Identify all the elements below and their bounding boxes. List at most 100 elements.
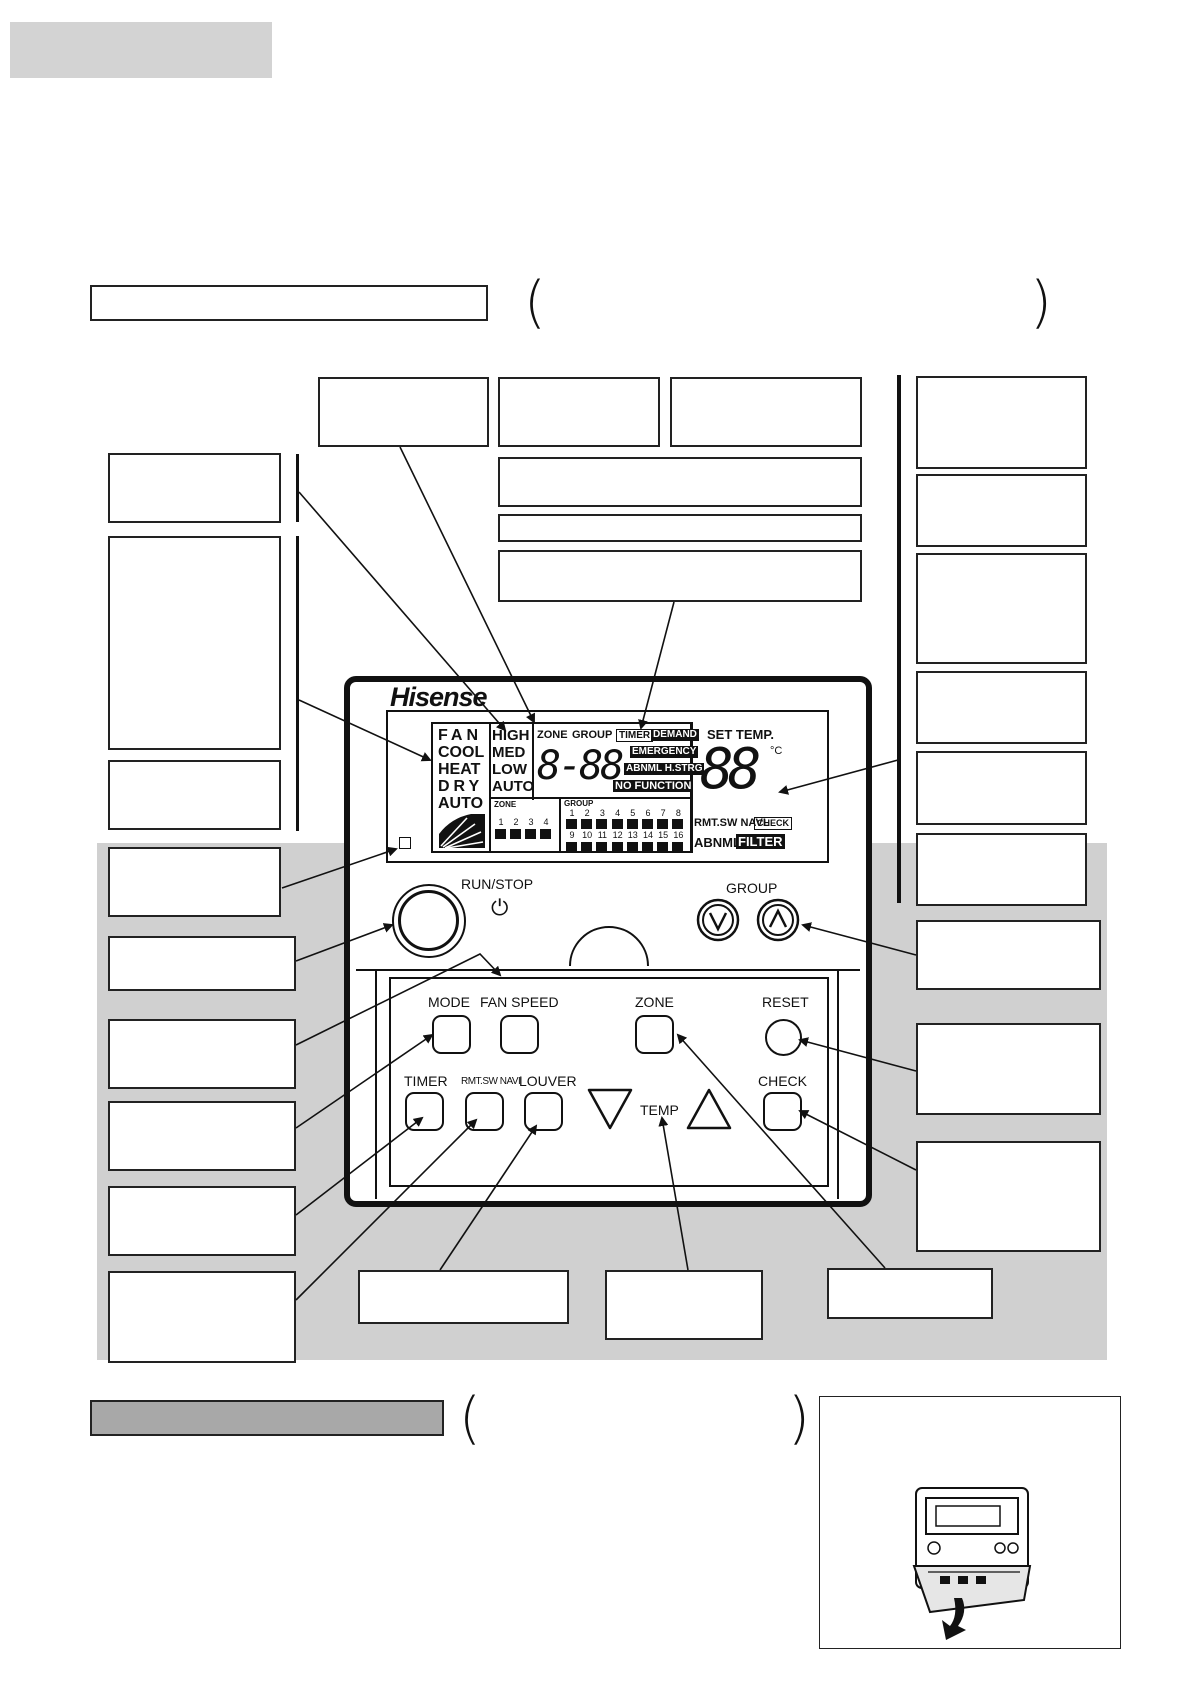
zone-number-1: 1 [498,817,504,827]
indicator-lamp [399,837,411,849]
rmt-sw-navi-button[interactable] [465,1092,504,1131]
callout-group-button [916,920,1101,990]
callout-mode-button [108,1101,296,1171]
lcd-rmt-sw-navl: RMT.SW NAVL [694,817,770,829]
lcd-emergency: EMERGENCY [630,746,699,758]
mode-cool: COOL [438,744,485,761]
mode-button[interactable] [432,1015,471,1054]
callout-run-stop [108,936,296,991]
brand-logo: Hisense [390,682,488,712]
group-indicator-12 [611,842,623,852]
zone-indicator-3 [525,829,536,839]
fan-speed-low: LOW [492,761,527,778]
callout-fan-speed-indicator [318,377,489,447]
mode-dry: DRY [438,778,484,795]
group-indicator-11 [596,842,608,852]
group-indicator-8 [672,819,684,829]
group-number-9: 9 [569,830,575,840]
callout-fan-speed-left [108,453,281,523]
lcd-check: CHECK [754,817,793,830]
temp-down-button[interactable] [587,1088,633,1130]
zone-indicator-2 [510,829,521,839]
flip-cover-left-edge [375,969,377,1199]
right-paren-2: ) [788,1386,810,1451]
callout-indicator-lamp [108,847,281,917]
reset-button[interactable] [765,1019,802,1056]
callout-zone-button [827,1268,993,1319]
lcd-group-small: GROUP [564,799,594,808]
lcd-group-divider [559,797,561,853]
louver-icon [439,814,485,849]
zone-number-4: 4 [543,817,549,827]
fan-speed-high: HIGH [492,727,530,744]
timer-button[interactable] [405,1092,444,1131]
bracket-line-left-2 [296,536,299,831]
lcd-group-label: GROUP [572,729,613,741]
callout-emergency [498,514,862,542]
callout-right-4 [916,671,1087,744]
zone-indicator-4 [540,829,551,839]
group-indicator-6 [642,819,653,829]
check-button[interactable] [763,1092,802,1131]
lcd-timer: TIMER [616,729,654,742]
group-number-8: 8 [675,808,681,818]
callout-temp-button [605,1270,763,1340]
open-cover-illustration [912,1487,1032,1640]
group-indicator-10 [581,842,593,852]
group-indicator-1 [566,819,577,829]
group-number-6: 6 [645,808,651,818]
zone-button[interactable] [635,1015,674,1054]
group-down-button[interactable] [696,898,740,942]
timer-label: TIMER [404,1073,448,1089]
reset-label: RESET [762,994,809,1010]
louver-label: LOUVER [519,1073,577,1089]
zone-indicator-1 [495,829,506,839]
callout-right-5 [916,751,1087,825]
fan-speed-button[interactable] [500,1015,539,1054]
subsection-title-box [90,1400,444,1436]
group-number-4: 4 [615,808,621,818]
callout-timer [670,377,862,447]
group-indicator-13 [626,842,638,852]
power-symbol: ⏻ [491,896,509,921]
callout-rmt-sw-navi-button [108,1271,296,1363]
left-paren: ( [524,270,546,335]
callout-reset-button [916,1023,1101,1115]
run-stop-label: RUN/STOP [461,876,534,892]
lcd-seven-seg-digits: 8-88 [537,743,624,789]
group-indicator-14 [642,842,653,852]
check-label: CHECK [758,1073,808,1089]
fan-speed-label: FAN SPEED [480,994,559,1010]
mode-auto: AUTO [438,795,484,812]
temp-up-button[interactable] [686,1088,732,1130]
group-number-2: 2 [584,808,590,818]
lcd-zone-label: ZONE [537,729,568,741]
group-number-13: 13 [627,830,638,840]
rmt-sw-navi-label: RMT.SW NAVI [461,1076,521,1087]
flip-cover [356,969,860,1199]
callout-right-6 [916,833,1087,906]
callout-louver-display [108,760,281,830]
group-number-5: 5 [630,808,636,818]
callout-right-3 [916,553,1087,664]
group-number-7: 7 [660,808,666,818]
group-number-15: 15 [658,830,669,840]
lcd-set-temp: SET TEMP. [707,727,774,742]
callout-check-button [916,1141,1101,1252]
group-number-12: 12 [612,830,623,840]
group-label: GROUP [726,880,778,896]
group-number-11: 11 [597,830,608,840]
lcd-filter: FILTER [736,834,785,849]
run-stop-button[interactable] [392,884,466,958]
louver-button[interactable] [524,1092,563,1131]
group-up-button[interactable] [756,898,800,942]
callout-operation-mode [108,536,281,750]
group-number-10: 10 [582,830,593,840]
group-number-16: 16 [673,830,684,840]
section-title-box [90,285,488,321]
callout-timer-button [108,1186,296,1256]
callout-right-2 [916,474,1087,547]
lcd-zone-small: ZONE [494,800,517,809]
group-indicator-3 [596,819,608,829]
callout-set-temp [916,376,1087,469]
